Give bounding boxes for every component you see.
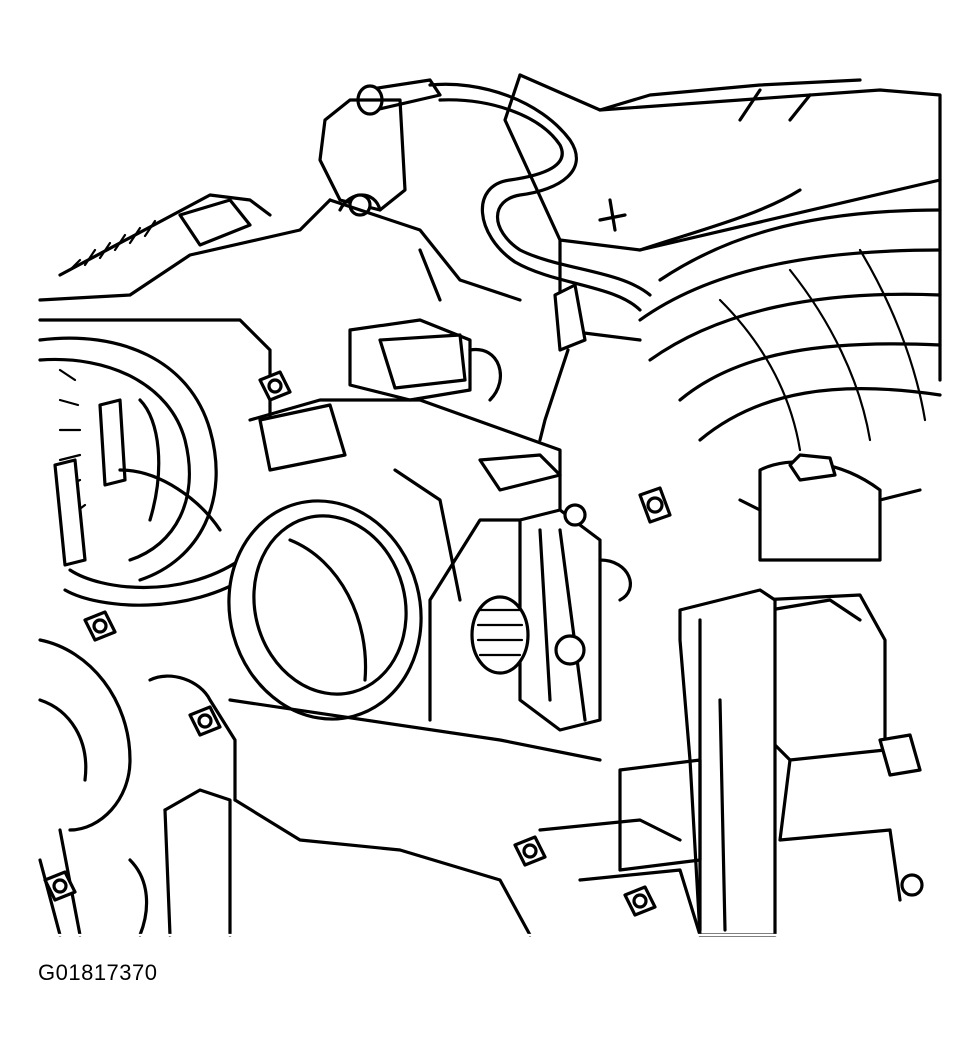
throttle-linkage [470, 503, 632, 732]
engine-block-lower [38, 638, 702, 937]
mounting-bracket [538, 588, 777, 937]
bolt-icon [43, 870, 77, 902]
bolt-icon [188, 705, 222, 737]
coolant-hoses [53, 458, 252, 607]
bolts [43, 370, 672, 917]
throttle-body [227, 318, 562, 722]
bolt-icon [623, 885, 657, 917]
bolt-icon [513, 835, 547, 867]
bolt-icon [258, 370, 292, 402]
figure-id-label: G01817370 [38, 960, 158, 985]
egr-valve [738, 453, 924, 902]
engine-block-upper [38, 98, 522, 422]
bolt-icon [83, 610, 117, 642]
engine-throttle-body-illustration [38, 73, 942, 937]
throttle-bore-inner [252, 514, 408, 696]
intake-manifold [503, 73, 942, 452]
manifold-runners [638, 208, 942, 452]
bolt-icon [638, 486, 672, 524]
vacuum-hose [356, 78, 652, 442]
accessory-pulley [38, 336, 218, 582]
